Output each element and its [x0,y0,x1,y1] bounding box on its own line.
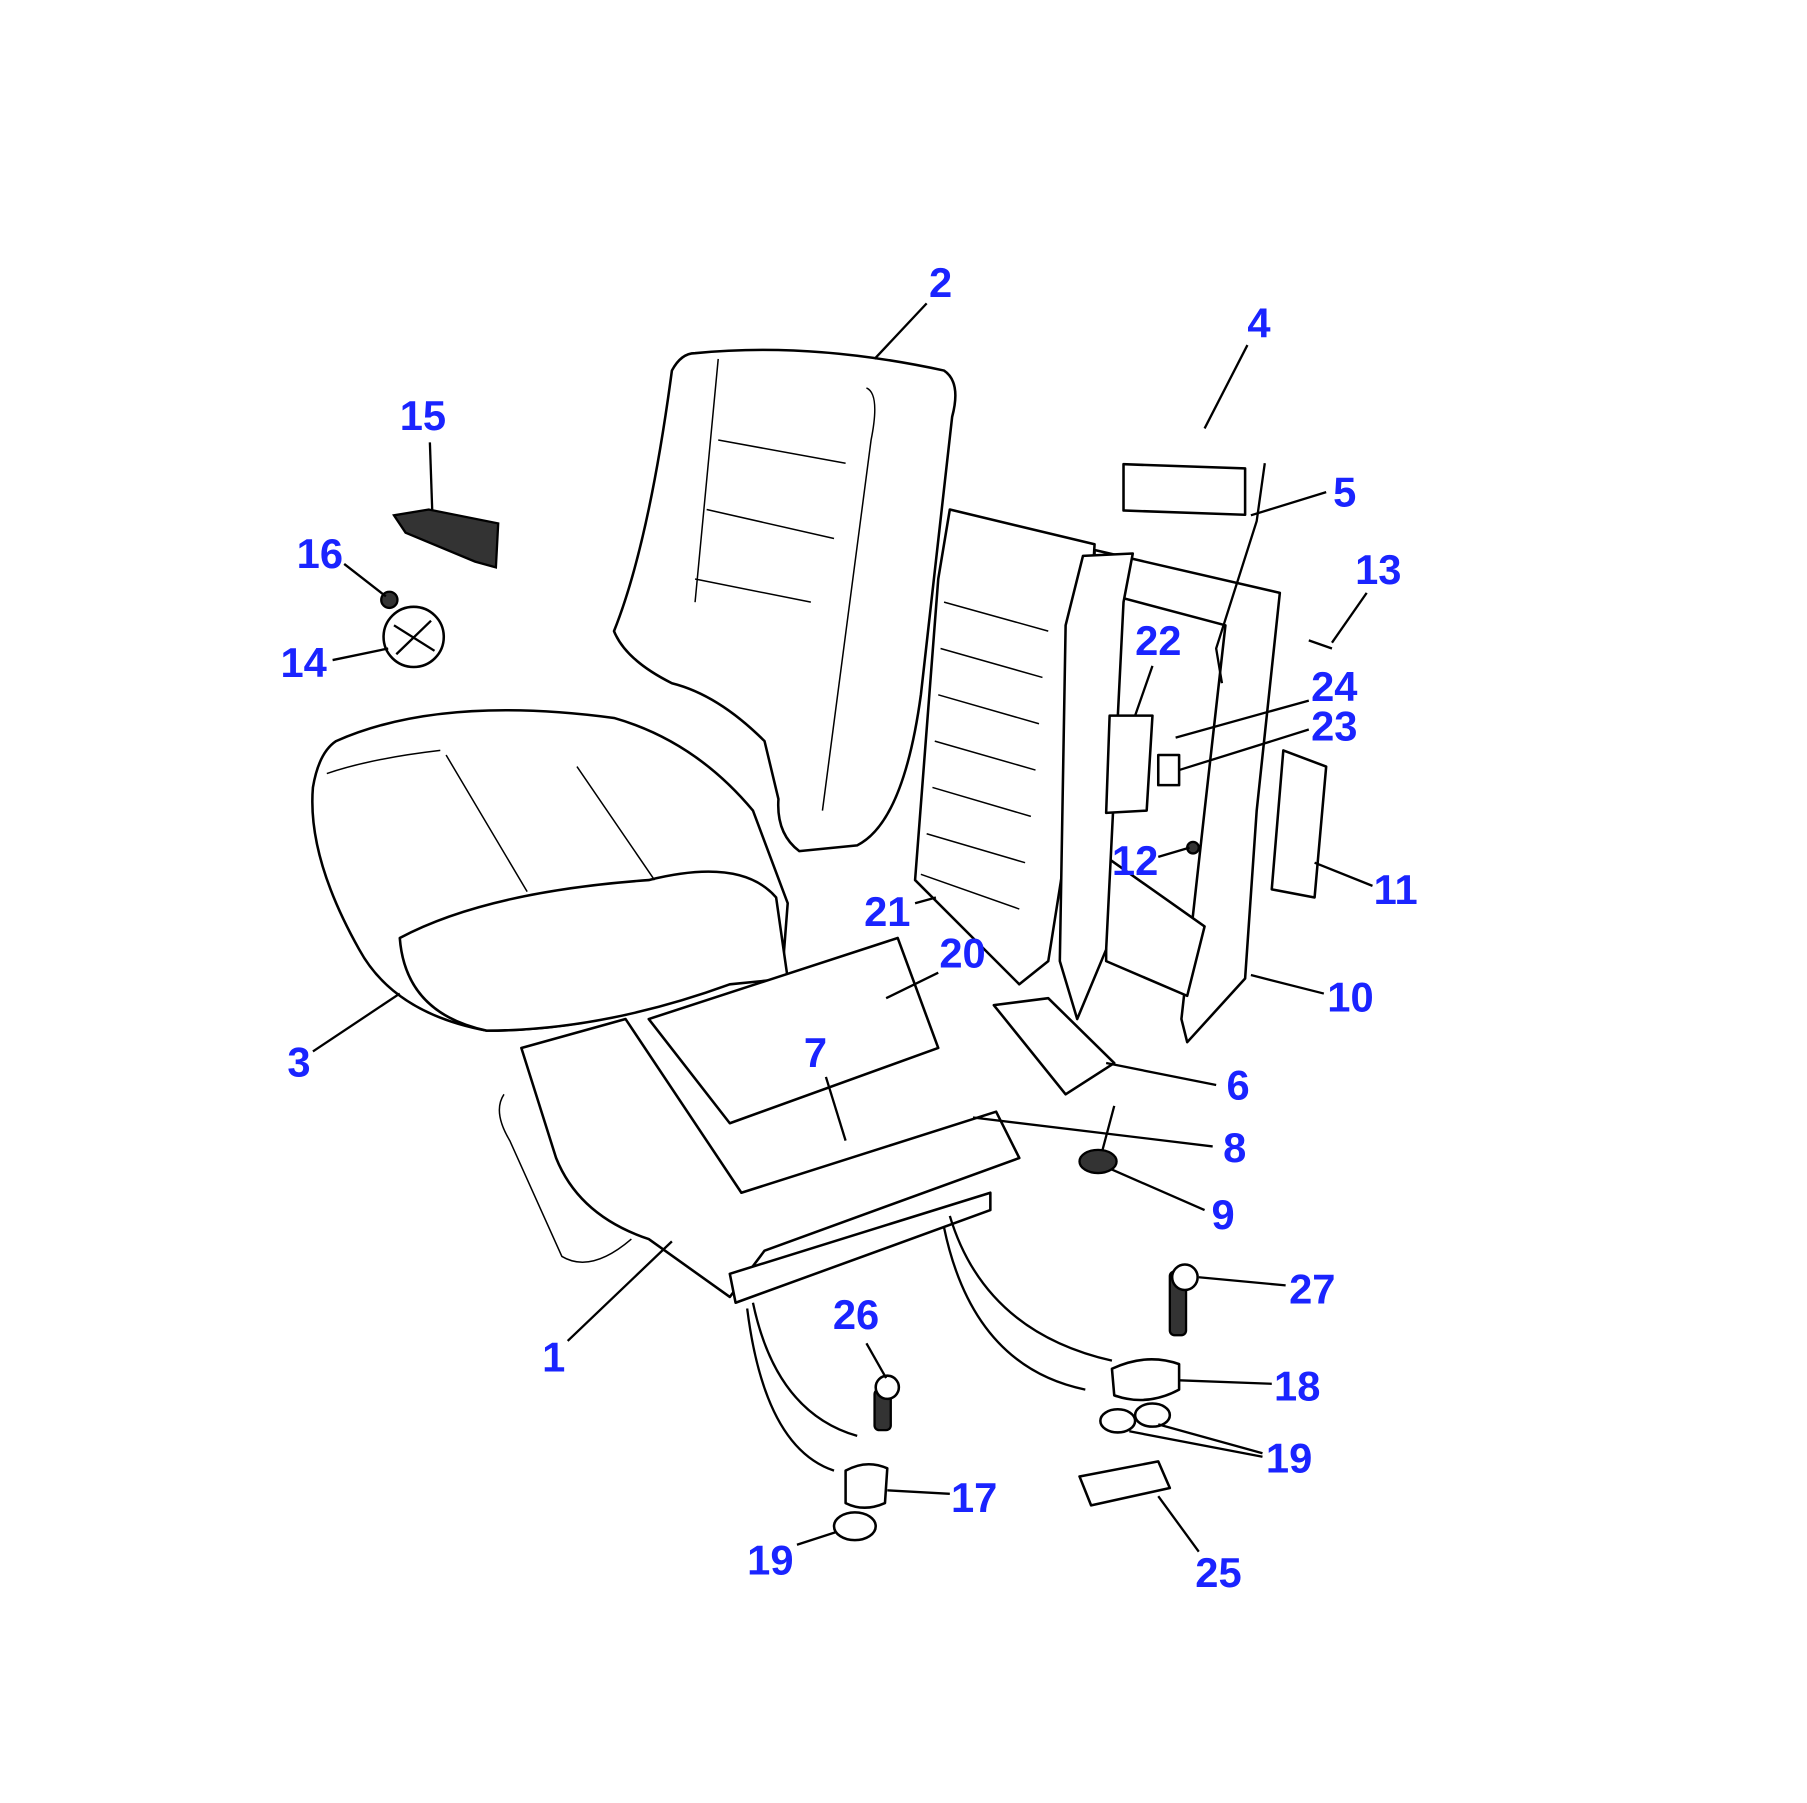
callout-27: 27 [1289,1265,1335,1312]
callout-7: 7 [804,1029,827,1076]
callout-12: 12 [1112,837,1158,884]
callout-19-left: 19 [747,1536,793,1583]
callout-26: 26 [833,1291,879,1338]
callout-19-right: 19 [1266,1434,1312,1481]
small-parts [380,462,1333,1542]
seat-cushion [311,708,789,1032]
callout-20: 20 [939,930,985,977]
callout-5: 5 [1333,469,1356,516]
callout-10: 10 [1327,974,1373,1021]
callout-3: 3 [287,1038,310,1085]
callout-22: 22 [1135,617,1181,664]
callout-4: 4 [1247,300,1270,347]
callout-2: 2 [929,259,952,306]
callout-16: 16 [297,530,343,577]
callout-8: 8 [1223,1124,1246,1171]
callout-25: 25 [1195,1549,1241,1596]
callout-23: 23 [1311,703,1357,750]
callouts: 1 2 3 4 5 6 7 8 9 10 11 12 13 14 15 16 1… [280,259,1417,1596]
callout-17: 17 [951,1474,997,1521]
back-panel [1093,548,1282,1044]
callout-18: 18 [1274,1363,1320,1410]
backrest-frame [913,508,1135,1021]
callout-13: 13 [1355,546,1401,593]
callout-14: 14 [280,639,326,686]
callout-6: 6 [1227,1062,1250,1109]
callout-21: 21 [864,888,910,935]
callout-15: 15 [400,392,446,439]
callout-24: 24 [1311,663,1357,710]
seat-base [498,936,1021,1305]
callout-11: 11 [1374,866,1418,913]
leader-lines [312,302,1373,1553]
seat-back [612,348,957,853]
callout-9: 9 [1212,1191,1235,1238]
callout-1: 1 [542,1334,565,1381]
